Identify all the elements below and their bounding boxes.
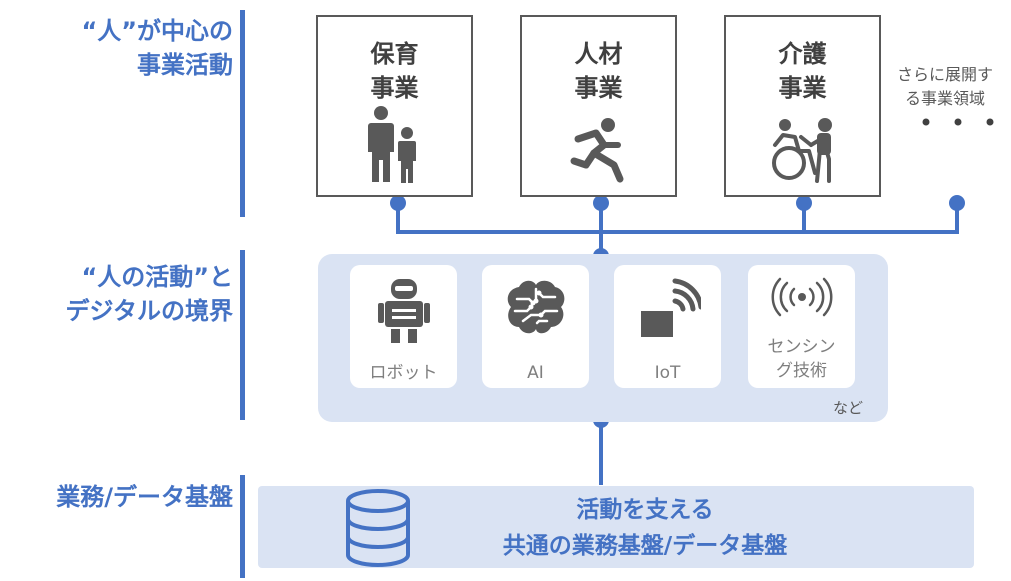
business-title: 保育 事業: [370, 40, 419, 102]
iot-signal-icon: [614, 277, 721, 343]
tech-label: AI: [527, 363, 544, 383]
connector-node: [949, 195, 965, 211]
business-box-human-resources: 人材 事業: [520, 15, 677, 197]
robot-icon: [350, 277, 457, 345]
running-person-icon: [522, 115, 675, 185]
business-box-nursing-care: 介護 事業: [724, 15, 881, 197]
business-title: 介護 事業: [778, 40, 827, 102]
connector-node: [390, 195, 406, 211]
separator-bar-bottom: [240, 475, 245, 578]
tech-label: センシン グ技術: [767, 337, 836, 381]
further-business-areas-text: さらに展開す る事業領域: [896, 65, 993, 108]
tech-card-ai: AI: [482, 265, 589, 388]
tech-card-sensing: センシン グ技術: [748, 265, 855, 388]
label-business-data-platform: 業務/データ基盤: [56, 483, 233, 511]
ellipsis-dots-icon: [922, 118, 994, 126]
separator-bar-top: [240, 10, 245, 217]
separator-bar-middle: [240, 250, 245, 420]
database-icon: [346, 489, 410, 567]
business-box-childcare: 保育 事業: [316, 15, 473, 197]
brain-icon: [482, 277, 589, 337]
label-human-centered-business: “人”が中心の 事業活動: [81, 17, 233, 79]
tech-label: ロボット: [369, 363, 438, 383]
tech-card-iot: IoT: [614, 265, 721, 388]
business-title: 人材 事業: [574, 40, 623, 102]
sensing-waves-icon: [748, 277, 855, 317]
parent-child-icon: [318, 105, 471, 185]
connector-node: [593, 195, 609, 211]
connector-node: [796, 195, 812, 211]
platform-text: 活動を支える 共通の業務基盤/データ基盤: [502, 497, 788, 559]
label-digital-boundary: “人の活動”と デジタルの境界: [65, 263, 233, 325]
wheelchair-caregiver-icon: [726, 115, 879, 185]
etc-note: など: [833, 399, 864, 417]
tech-label: IoT: [654, 363, 681, 383]
tech-card-robot: ロボット: [350, 265, 457, 388]
